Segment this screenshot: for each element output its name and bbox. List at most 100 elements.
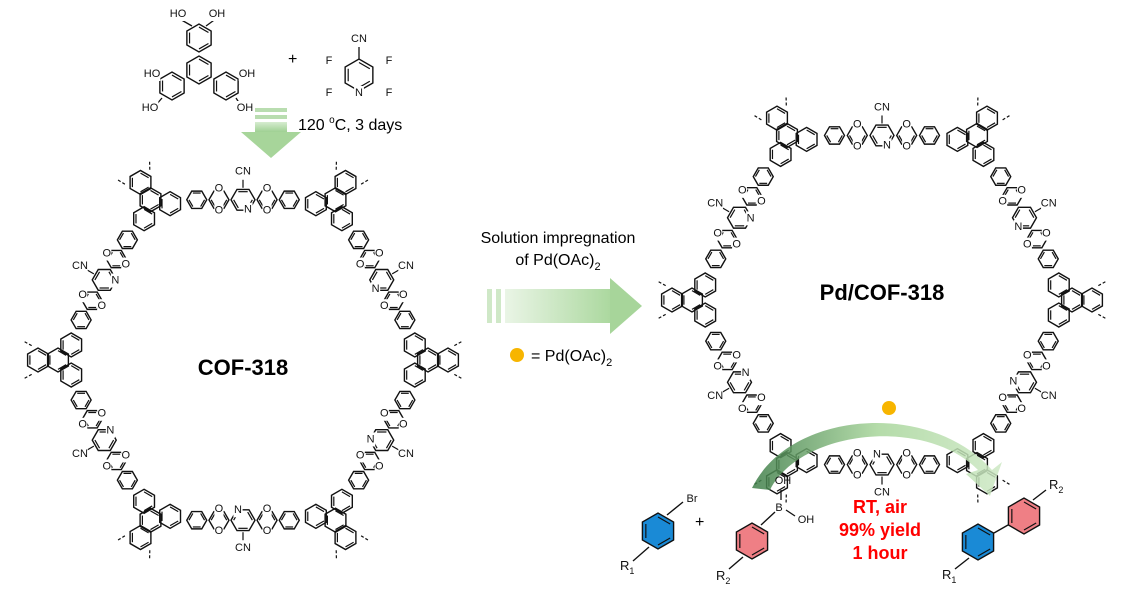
outer-ring: [159, 71, 185, 101]
cyano-label-bg: [235, 164, 251, 179]
double-bond: [986, 122, 996, 129]
double-bond: [766, 169, 772, 177]
double-bond: [362, 232, 367, 241]
cn-bond: [721, 387, 730, 393]
oxygen-label-bg: [1022, 237, 1032, 252]
continuation-bond: [1098, 313, 1108, 320]
double-bond: [315, 193, 325, 200]
hydroxyl-label: OH: [209, 8, 226, 20]
pyridine-nitrogen-label: N: [355, 87, 363, 99]
oxygen-label: O: [853, 140, 862, 152]
oxygen-label: O: [380, 300, 389, 312]
double-bond: [345, 172, 354, 179]
double-bond: [932, 135, 938, 143]
pyridine-n-label: N: [234, 504, 242, 516]
double-bond: [188, 513, 194, 521]
double-bond: [84, 399, 90, 408]
pd-legend-dot: [510, 348, 524, 362]
continuation-bond: [1002, 114, 1012, 121]
hydroxyl-label: HO: [142, 102, 159, 114]
double-bond: [776, 486, 786, 492]
double-bond: [414, 335, 424, 341]
node-inner-ring: [795, 126, 818, 153]
coupling-plus: +: [695, 514, 704, 531]
r1-bond: [632, 546, 650, 562]
double-bond: [1039, 340, 1045, 349]
condition-yield: 99% yield: [839, 520, 921, 540]
linker-ring: [208, 190, 230, 210]
oxygen-label-bg: [398, 288, 408, 303]
oxygen-label: O: [1042, 228, 1051, 240]
b-bond: [760, 511, 776, 526]
double-bond: [130, 232, 136, 241]
double-bond: [140, 186, 149, 193]
node-outer-ring: [1080, 287, 1104, 313]
pyridine-n-label-bg: [1008, 374, 1018, 389]
impregnation-line2: of Pd(OAc)2: [515, 252, 600, 273]
double-bond: [957, 464, 966, 471]
linker-ring: [752, 167, 775, 186]
continuation-bond: [752, 114, 762, 121]
oxygen-label-bg: [214, 203, 224, 218]
double-bond: [1091, 290, 1101, 296]
double-bond: [396, 399, 402, 408]
double-bond: [992, 169, 998, 177]
oxygen-label: O: [356, 258, 365, 270]
oxygen-label: O: [380, 408, 389, 420]
cyano-label-bg: [707, 389, 723, 404]
oh-bond: [785, 509, 796, 517]
node-inner-ring: [946, 126, 969, 153]
double-bond: [315, 520, 325, 527]
oxygen-label: O: [78, 419, 87, 431]
double-bond: [140, 172, 149, 179]
pyridine-n-label: N: [742, 367, 750, 379]
double-bond: [1071, 290, 1081, 296]
double-bond: [1023, 522, 1037, 531]
oxygen-label-bg: [852, 139, 862, 154]
double-bond: [983, 158, 992, 165]
oxygen-label-bg: [374, 246, 384, 261]
cyano-label-bg: [72, 447, 88, 462]
double-bond: [729, 381, 736, 391]
double-bond: [414, 379, 424, 385]
oxygen-label-bg: [102, 246, 112, 261]
oxygen-label: O: [713, 360, 722, 372]
double-bond: [1091, 304, 1101, 310]
double-bond: [108, 439, 115, 449]
double-bond: [247, 511, 253, 521]
oxygen-label: O: [375, 247, 384, 259]
oxygen-label-bg: [97, 406, 107, 421]
double-bond: [707, 251, 713, 260]
cn-bond: [391, 269, 400, 275]
linker-ring: [823, 455, 846, 474]
double-bond: [447, 364, 457, 370]
double-bond: [198, 58, 209, 66]
cyano-label: CN: [72, 448, 88, 460]
fluorine-label-bg: [324, 54, 334, 68]
cn-bond: [86, 445, 95, 451]
oxygen-label-bg: [1017, 183, 1027, 198]
pd-legend-text: = Pd(OAc)2: [531, 348, 612, 369]
outer-ring: [213, 71, 239, 101]
node-central-ring: [139, 186, 162, 213]
double-bond: [786, 468, 796, 475]
oxygen-label-bg: [262, 524, 272, 539]
hydroxyl-label: OH: [237, 102, 254, 114]
double-bond: [335, 203, 344, 210]
double-bond: [729, 209, 736, 219]
oxygen-label-bg: [737, 183, 747, 198]
cn-bond: [391, 445, 400, 451]
double-bond: [315, 506, 325, 513]
oxygen-label-bg: [1017, 402, 1027, 417]
oxygen-label: O: [97, 300, 106, 312]
double-bond: [233, 199, 239, 209]
double-bond: [704, 275, 714, 281]
continuation-bond: [22, 340, 32, 347]
oxygen-label: O: [215, 205, 224, 217]
oxygen-label: O: [902, 447, 911, 459]
pyridine-n-label-bg: [741, 365, 751, 380]
oxygen-label-bg: [713, 226, 723, 241]
condition-time: 1 hour: [852, 543, 907, 563]
